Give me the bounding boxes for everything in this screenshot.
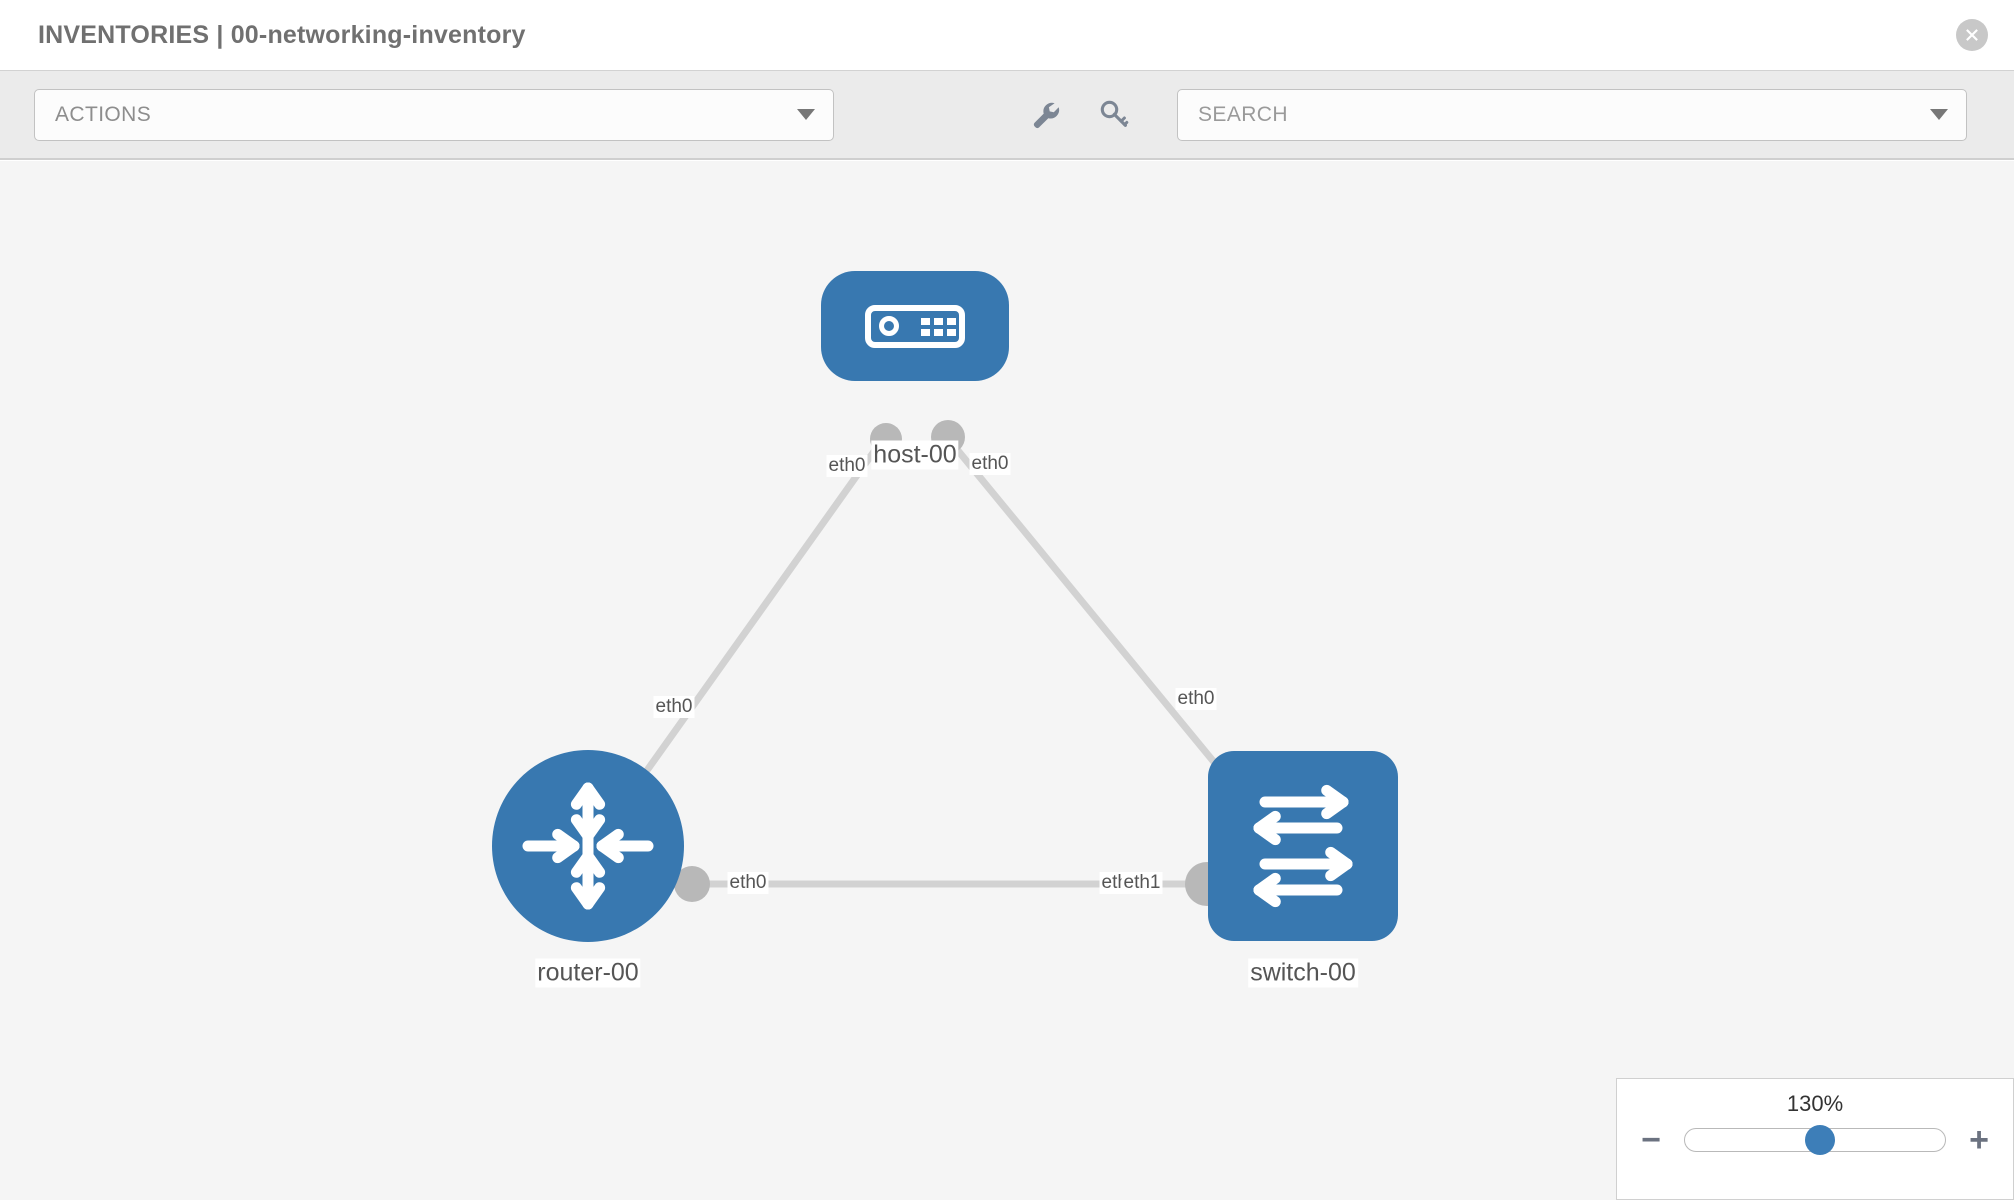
nodes-layer: [492, 271, 1398, 942]
topology-node-host-00[interactable]: [821, 271, 1009, 381]
topology-edge[interactable]: [644, 432, 889, 773]
actions-dropdown[interactable]: ACTIONS: [34, 88, 834, 141]
chevron-down-icon[interactable]: [1930, 109, 1948, 120]
search-input[interactable]: [1198, 102, 1858, 127]
topology-node-switch-00[interactable]: [1208, 751, 1398, 941]
wrench-icon[interactable]: [1029, 98, 1063, 132]
toolbar: ACTIONS: [0, 70, 2014, 160]
switch-icon: [1253, 784, 1353, 908]
search-field[interactable]: [1177, 88, 1967, 141]
node-shape[interactable]: [1208, 751, 1398, 941]
topology-graph: [492, 271, 1398, 942]
edges-layer: [644, 432, 1236, 888]
close-icon[interactable]: [1956, 19, 1988, 51]
page-title: INVENTORIES | 00-networking-inventory: [38, 20, 526, 49]
zoom-slider-thumb[interactable]: [1805, 1125, 1836, 1155]
server-icon: [865, 305, 965, 348]
router-icon: [522, 782, 654, 910]
zoom-slider-row: − +: [1636, 1123, 1994, 1157]
page-header: INVENTORIES | 00-networking-inventory: [0, 0, 2014, 70]
zoom-control-panel: 130% − +: [1616, 1078, 2014, 1200]
topology-node-router-00[interactable]: [492, 750, 684, 942]
chevron-down-icon: [797, 109, 815, 120]
zoom-slider-track[interactable]: [1684, 1125, 1946, 1155]
toolbar-icon-group: [1029, 98, 1131, 132]
zoom-in-button[interactable]: +: [1969, 1121, 1989, 1159]
actions-dropdown-label: ACTIONS: [55, 102, 152, 126]
zoom-level-value: 130%: [1786, 1091, 1844, 1116]
zoom-out-button[interactable]: −: [1641, 1121, 1661, 1159]
node-shape[interactable]: [821, 271, 1009, 381]
connectors-layer: [674, 420, 1256, 906]
node-connector[interactable]: [674, 866, 710, 902]
topology-edge[interactable]: [942, 432, 1236, 788]
node-connector[interactable]: [870, 423, 902, 455]
key-icon[interactable]: [1097, 98, 1131, 132]
node-connector[interactable]: [931, 420, 965, 454]
